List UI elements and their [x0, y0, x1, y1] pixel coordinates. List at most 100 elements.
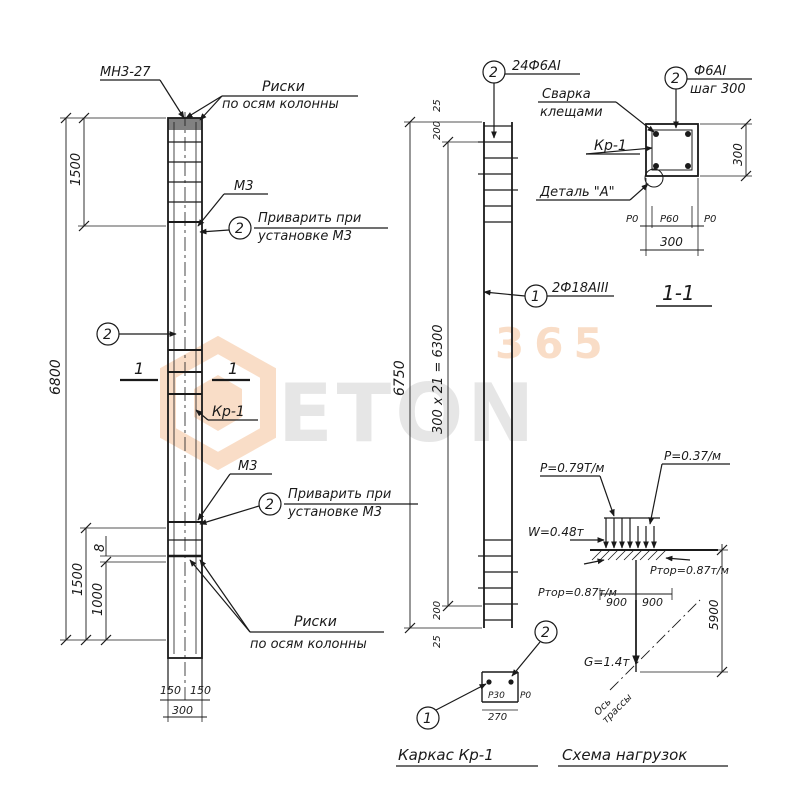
- frame-stirrups-bottom: [484, 539, 512, 621]
- top-part-leader: [159, 79, 185, 119]
- section-bar-bl: [653, 163, 659, 169]
- frame-callout-2-bottom-leader: [511, 641, 541, 677]
- load-dim-spans: 900 900: [599, 588, 673, 609]
- frame-callout-2-top: 2: [489, 65, 498, 81]
- risks-bottom-line1: Риски: [294, 614, 337, 630]
- dim-top-text: 1500: [69, 153, 84, 186]
- dim-width-text: 300: [172, 704, 193, 717]
- frame-mini-section: P30 P0 270: [481, 671, 531, 723]
- load-distributed-block: [603, 517, 660, 549]
- section-dim-width: P0 P60 P0 300: [626, 178, 716, 256]
- section-1-1: 2 Ф6АI шаг 300 Сварка клещами Кр-1 Детал…: [536, 64, 752, 307]
- section-weld-line1: Сварка: [542, 87, 591, 102]
- frame-mini-inner: P30: [488, 691, 505, 701]
- callout-2-mid: 2: [103, 327, 112, 343]
- watermark-brand: ETON: [278, 367, 538, 460]
- load-p-left-leader: [599, 475, 615, 517]
- load-p-top: Pтор=0.87т/м: [538, 586, 617, 599]
- callout-2-bottom: 2: [265, 497, 274, 513]
- load-scheme: P=0.79T/м P=0.37/м W=0.48т Pтор=0.87т/м …: [528, 449, 730, 767]
- load-p-bottom: Pтор=0.87т/м: [650, 564, 729, 577]
- risks-bottom-line2: по осям колонны: [250, 637, 367, 652]
- load-ptor-right-arrow: [665, 555, 691, 562]
- frame-longitudinal-leader: [483, 289, 526, 297]
- top-part-label: МН3-27: [100, 65, 151, 80]
- section-bar-tl: [653, 131, 659, 137]
- m3-bottom-leader: [197, 473, 231, 521]
- risks-top-line1: Риски: [262, 79, 305, 95]
- section-weld-leader: [615, 101, 655, 133]
- frame-dim-total-text: 6750: [392, 360, 408, 396]
- section-detail-leader: [629, 183, 649, 201]
- dim-bottom: 1500 1000 8: [71, 522, 166, 646]
- load-w: W=0.48т: [528, 525, 585, 539]
- frame-dim-top-small: 25: [432, 99, 443, 112]
- risks-top-leader2: [199, 95, 223, 121]
- callout-2-top-circle: [228, 216, 252, 240]
- section-bar-tr: [685, 131, 691, 137]
- frame-dim-spacing: 300 x 21 = 6300 25 200 200 25: [431, 99, 482, 648]
- watermark: 365 ETON: [160, 319, 613, 471]
- load-p-right-leader: [648, 463, 663, 525]
- section-mark-left: 1: [134, 359, 144, 378]
- dim-bottom-text: 1500: [71, 563, 86, 596]
- m3-top-label: М3: [234, 179, 254, 194]
- top-stirrups: [168, 141, 202, 223]
- frame-dim-bottom-second: 200: [432, 601, 443, 620]
- load-hatch: [591, 549, 667, 561]
- embedded-part-top: [168, 118, 202, 130]
- section-dim-width-text: 300: [660, 235, 683, 249]
- section-detail-circle: [644, 168, 664, 188]
- load-p-right: P=0.37/м: [664, 449, 721, 463]
- dim-small-text: 8: [93, 544, 108, 552]
- dim-top: 1500: [69, 112, 166, 232]
- frame-callout-1: 1: [531, 289, 540, 305]
- frame-dim-top-second: 200: [432, 121, 443, 140]
- frame-kp1: 2 24Ф6АI 1 2Ф18АIII 6750 300 x 21 = 6300…: [392, 59, 614, 767]
- frame-callout-2-bottom: 2: [541, 625, 550, 641]
- frame-kp1-label: Кр-1: [212, 404, 245, 420]
- frame-callout-1-bottom-leader: [435, 683, 487, 711]
- section-callout-2: 2: [671, 71, 680, 87]
- load-g: G=1.4т: [584, 655, 630, 669]
- frame-dim-spacing-text: 300 x 21 = 6300: [431, 324, 446, 434]
- middle-stirrups: [168, 349, 202, 558]
- load-span-right: 900: [642, 596, 663, 609]
- frame-dim-total: 6750: [392, 116, 482, 634]
- risks-bottom-leader2: [189, 559, 251, 633]
- frame-mini-side: P0: [520, 691, 531, 701]
- section-frame-leader: [585, 145, 653, 155]
- dim-lower-text: 1000: [91, 583, 106, 616]
- dim-half-right: 150: [190, 684, 211, 697]
- frame-callout-1-bottom-circle: [416, 706, 440, 730]
- watermark-number: 365: [495, 319, 613, 368]
- frame-callout-2-bottom-circle: [534, 620, 558, 644]
- watermark-hexagon-icon: [160, 335, 276, 471]
- section-frame-label: Кр-1: [594, 138, 627, 154]
- section-dim-height: 300: [700, 118, 752, 182]
- section-stirrup-line1: Ф6АI: [694, 64, 726, 79]
- callout-2-top: 2: [235, 221, 244, 237]
- load-span-left: 900: [606, 596, 627, 609]
- m3-bottom-label: М3: [238, 459, 258, 474]
- weld-top-line1: Приварить при: [258, 211, 361, 226]
- section-title: 1-1: [662, 281, 695, 305]
- section-dim-left: P0: [626, 214, 638, 225]
- risks-top-line2: по осям колонны: [222, 97, 339, 112]
- weld-bottom-line2: установке М3: [287, 505, 382, 520]
- frame-mini-width: 270: [488, 712, 507, 723]
- frame-stirrups-top: [484, 125, 512, 223]
- section-dim-height-text: 300: [731, 143, 745, 166]
- callout-2-bottom-circle: [258, 492, 282, 516]
- frame-kp1-leader: [195, 409, 209, 421]
- load-axis-line: [609, 599, 701, 691]
- weld-top-line2: установке М3: [257, 229, 352, 244]
- weld-bottom-line1: Приварить при: [288, 487, 391, 502]
- section-dim-inner: P60: [660, 214, 679, 225]
- section-stirrup-line2: шаг 300: [690, 82, 746, 97]
- load-p-left: P=0.79T/м: [540, 461, 604, 475]
- section-bar-br: [685, 163, 691, 169]
- dim-width: 150 150 300: [160, 684, 211, 722]
- section-weld-line2: клещами: [540, 105, 603, 120]
